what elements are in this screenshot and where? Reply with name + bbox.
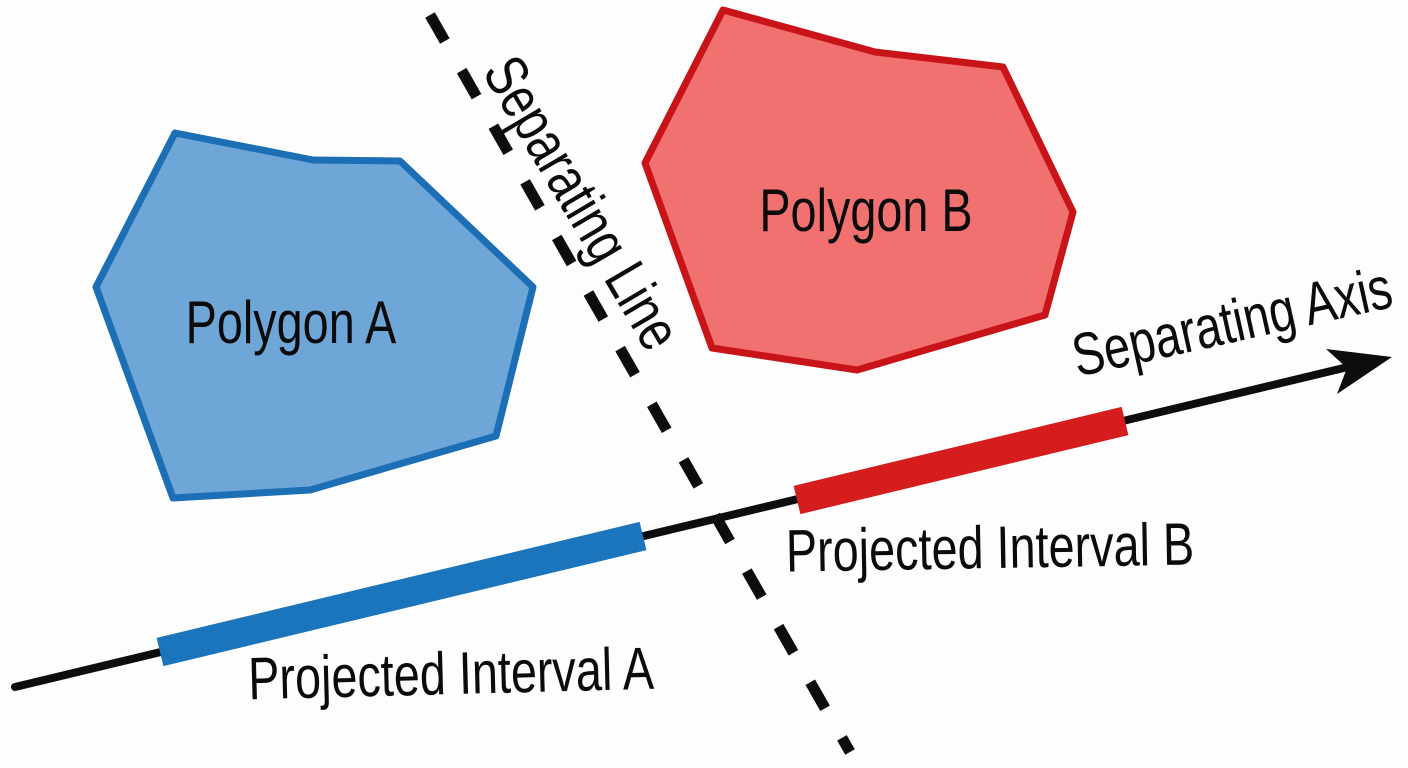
projected-interval-a-bar [156, 521, 647, 667]
separating-line-dashed [425, 12, 855, 755]
polygon-b-label: Polygon B [759, 178, 972, 245]
polygon-b-shape [641, 6, 1077, 374]
axis-arrowhead-icon [1326, 349, 1392, 394]
projected-interval-b-bar [793, 406, 1129, 515]
projected-interval-b-label: Projected Interval B [785, 511, 1194, 585]
polygon-a-label: Polygon A [186, 290, 397, 357]
polygon-a-shape [92, 129, 537, 502]
projected-interval-a-label: Projected Interval A [247, 635, 654, 713]
